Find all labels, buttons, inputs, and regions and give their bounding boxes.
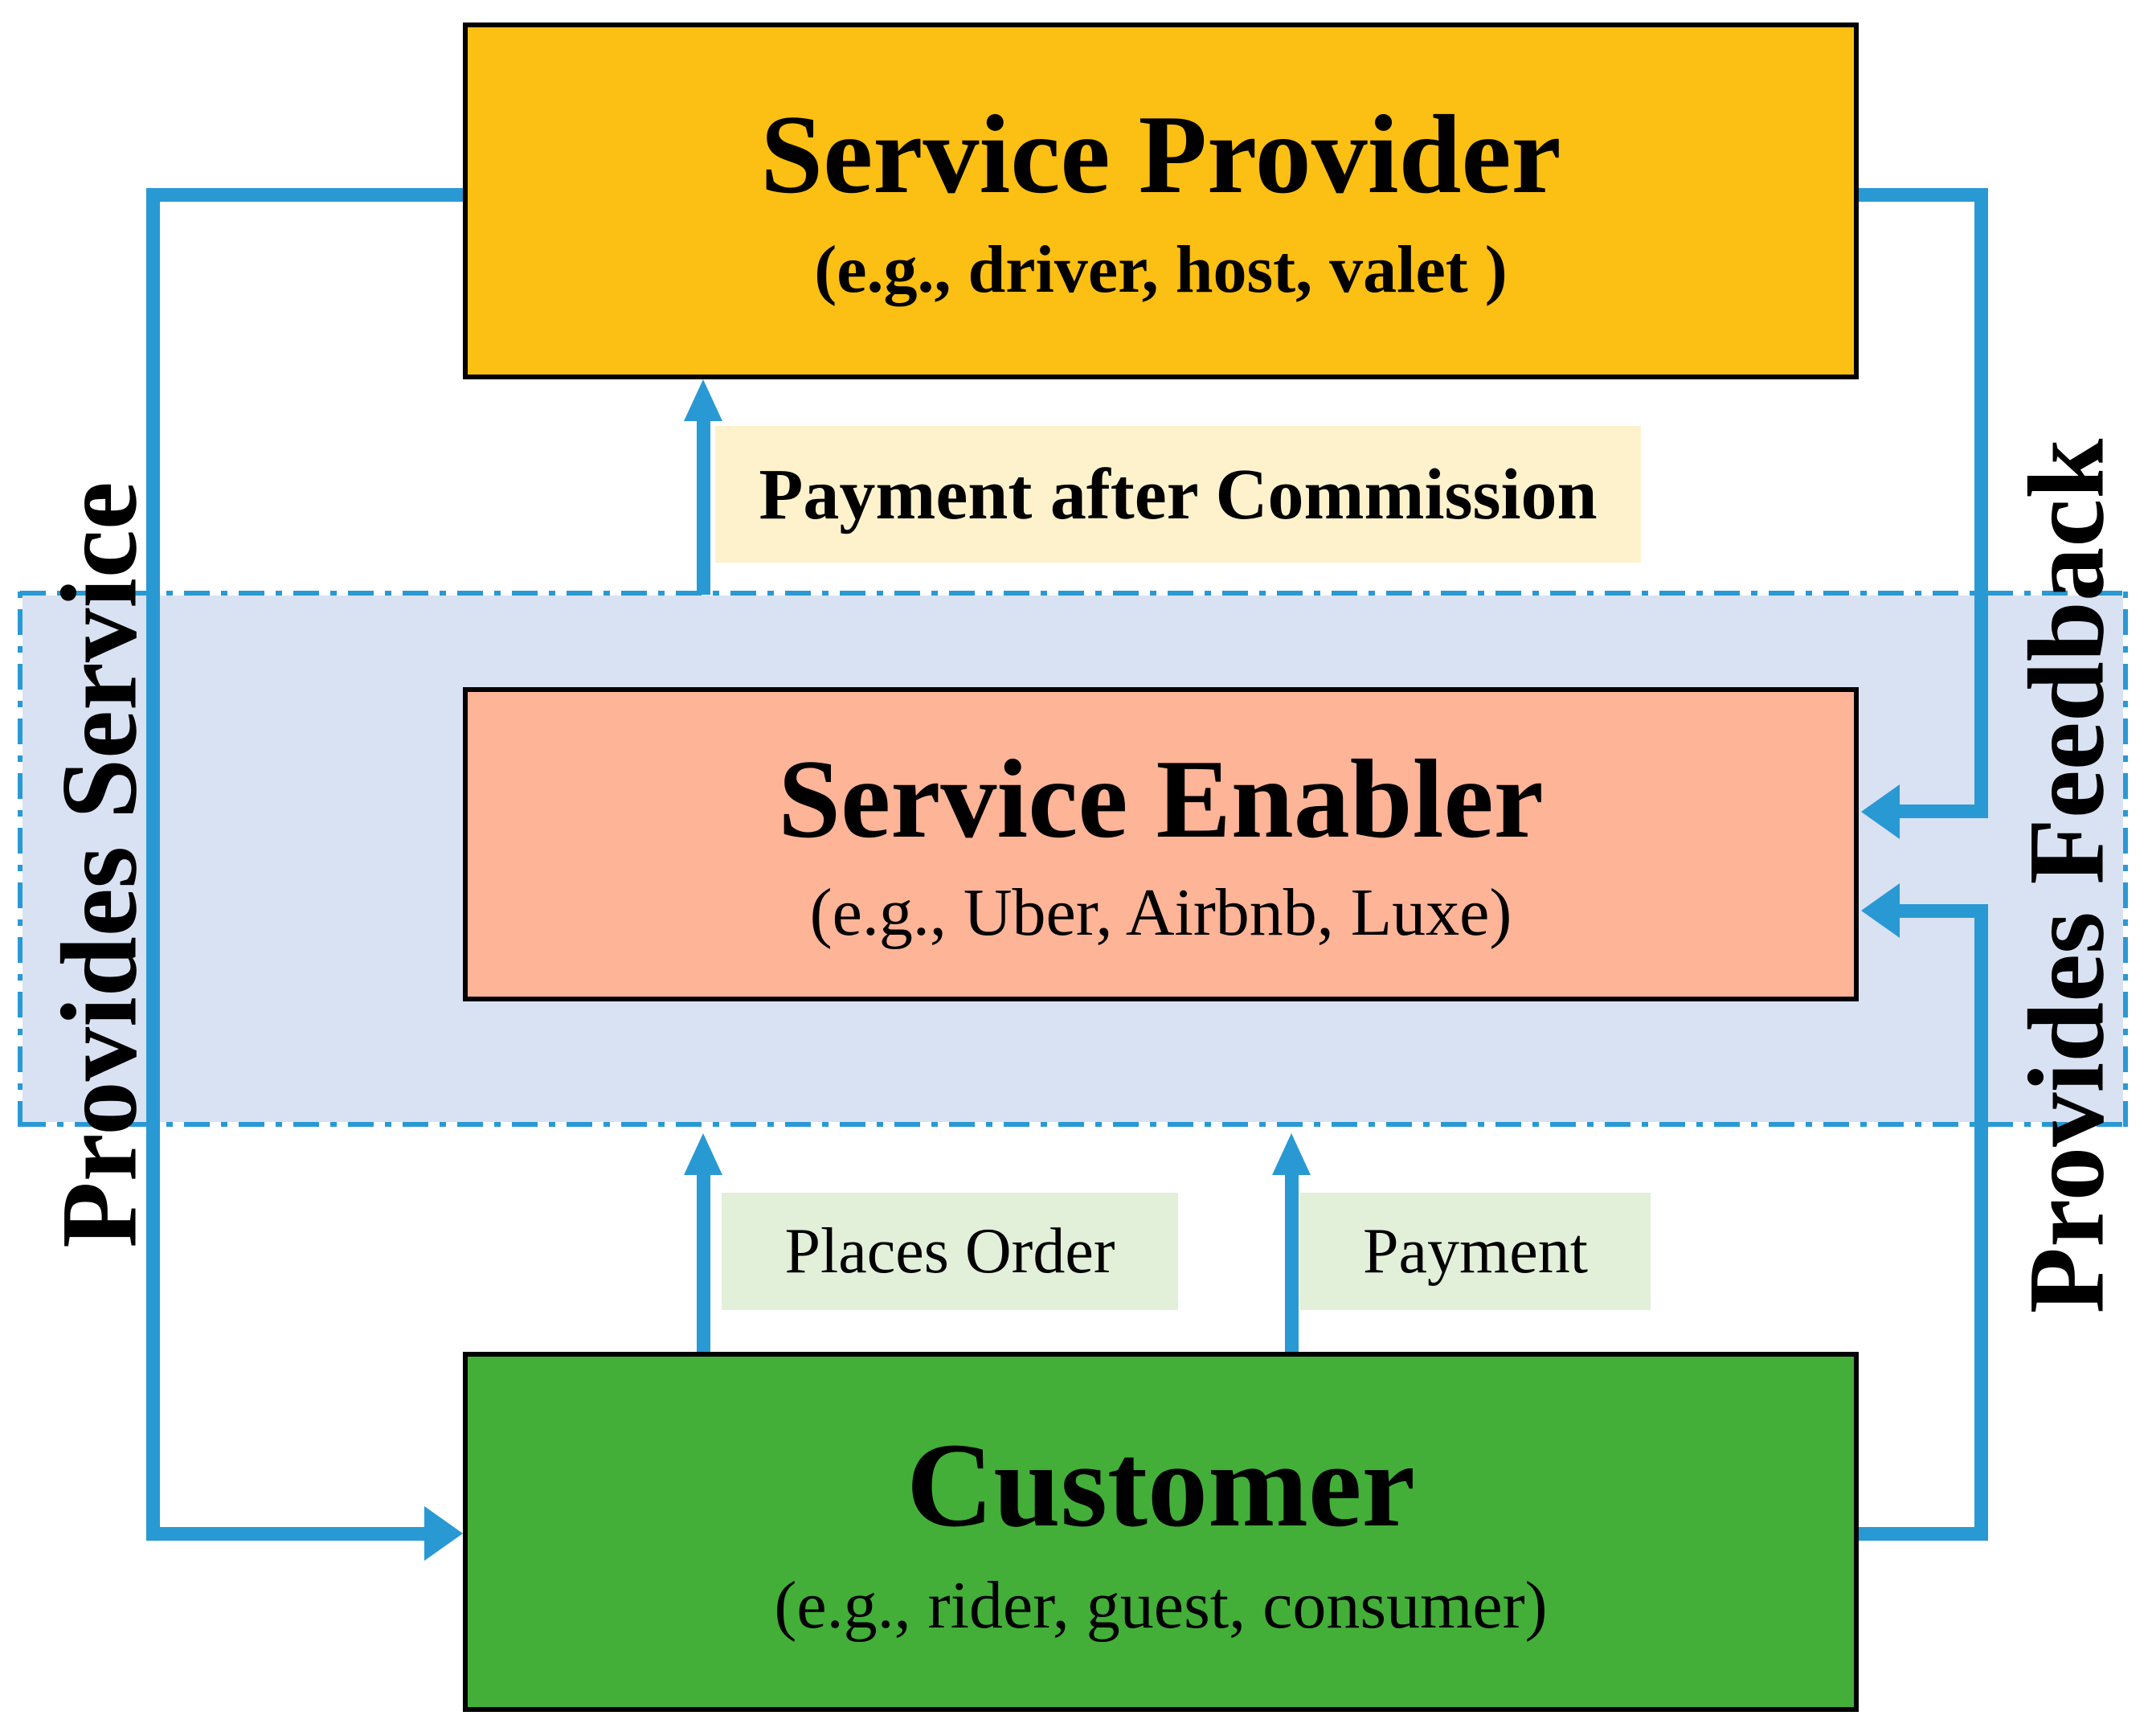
- places-order-text: Places Order: [784, 1215, 1115, 1287]
- service-provider-title: Service Provider: [760, 92, 1561, 218]
- service-provider-subtitle: (e.g., driver, host, valet ): [814, 232, 1508, 308]
- payment-arrow-shaft: [1285, 1172, 1299, 1352]
- provides-service-arrow-vertical-segment: [146, 188, 160, 1541]
- platform-band-border-right: [2123, 591, 2128, 1127]
- provides-service-caption: Provides Service: [39, 481, 160, 1248]
- platform-band-border-bottom: [20, 1122, 2128, 1127]
- service-enabler-subtitle: (e.g., Uber, Airbnb, Luxe): [809, 874, 1512, 950]
- payment-label: Payment: [1300, 1193, 1651, 1310]
- provider-feedback-arrow-top-segment: [1859, 188, 1988, 202]
- service-enabler-box: Service Enabler (e.g., Uber, Airbnb, Lux…: [463, 687, 1859, 1001]
- provides-feedback-caption: Provides Feedback: [2007, 438, 2127, 1314]
- payment-after-commission-label: Payment after Commission: [715, 426, 1641, 563]
- payment-after-commission-arrowhead-icon: [684, 379, 722, 421]
- customer-feedback-arrow-vertical-segment: [1974, 904, 1988, 1541]
- customer-box: Customer (e.g., rider, guest, consumer): [463, 1352, 1859, 1712]
- platform-band-border-top: [20, 591, 2128, 596]
- provides-service-arrow-top-segment: [146, 188, 463, 202]
- payment-after-commission-arrow-shaft: [697, 420, 710, 595]
- customer-feedback-arrowhead-icon: [1861, 883, 1900, 938]
- places-order-label: Places Order: [722, 1193, 1178, 1310]
- provides-service-arrow-bottom-segment: [146, 1527, 428, 1541]
- payment-arrowhead-icon: [1272, 1133, 1311, 1175]
- provider-feedback-arrow-end-segment: [1900, 805, 1988, 818]
- provides-service-arrowhead-icon: [424, 1506, 463, 1561]
- platform-band-border-left: [18, 591, 23, 1127]
- customer-feedback-arrow-end-segment: [1900, 904, 1988, 918]
- provider-feedback-arrow-vertical-segment: [1974, 188, 1988, 818]
- customer-feedback-arrow-bottom-segment: [1859, 1527, 1988, 1541]
- service-provider-box: Service Provider (e.g., driver, host, va…: [463, 23, 1859, 379]
- customer-subtitle: (e.g., rider, guest, consumer): [774, 1567, 1548, 1643]
- payment-after-commission-text: Payment after Commission: [759, 454, 1598, 534]
- customer-title: Customer: [906, 1419, 1416, 1553]
- payment-text: Payment: [1363, 1215, 1588, 1287]
- places-order-arrowhead-icon: [684, 1133, 722, 1175]
- service-enabler-title: Service Enabler: [778, 736, 1544, 862]
- provider-feedback-arrowhead-icon: [1861, 784, 1900, 839]
- places-order-arrow-shaft: [697, 1172, 710, 1352]
